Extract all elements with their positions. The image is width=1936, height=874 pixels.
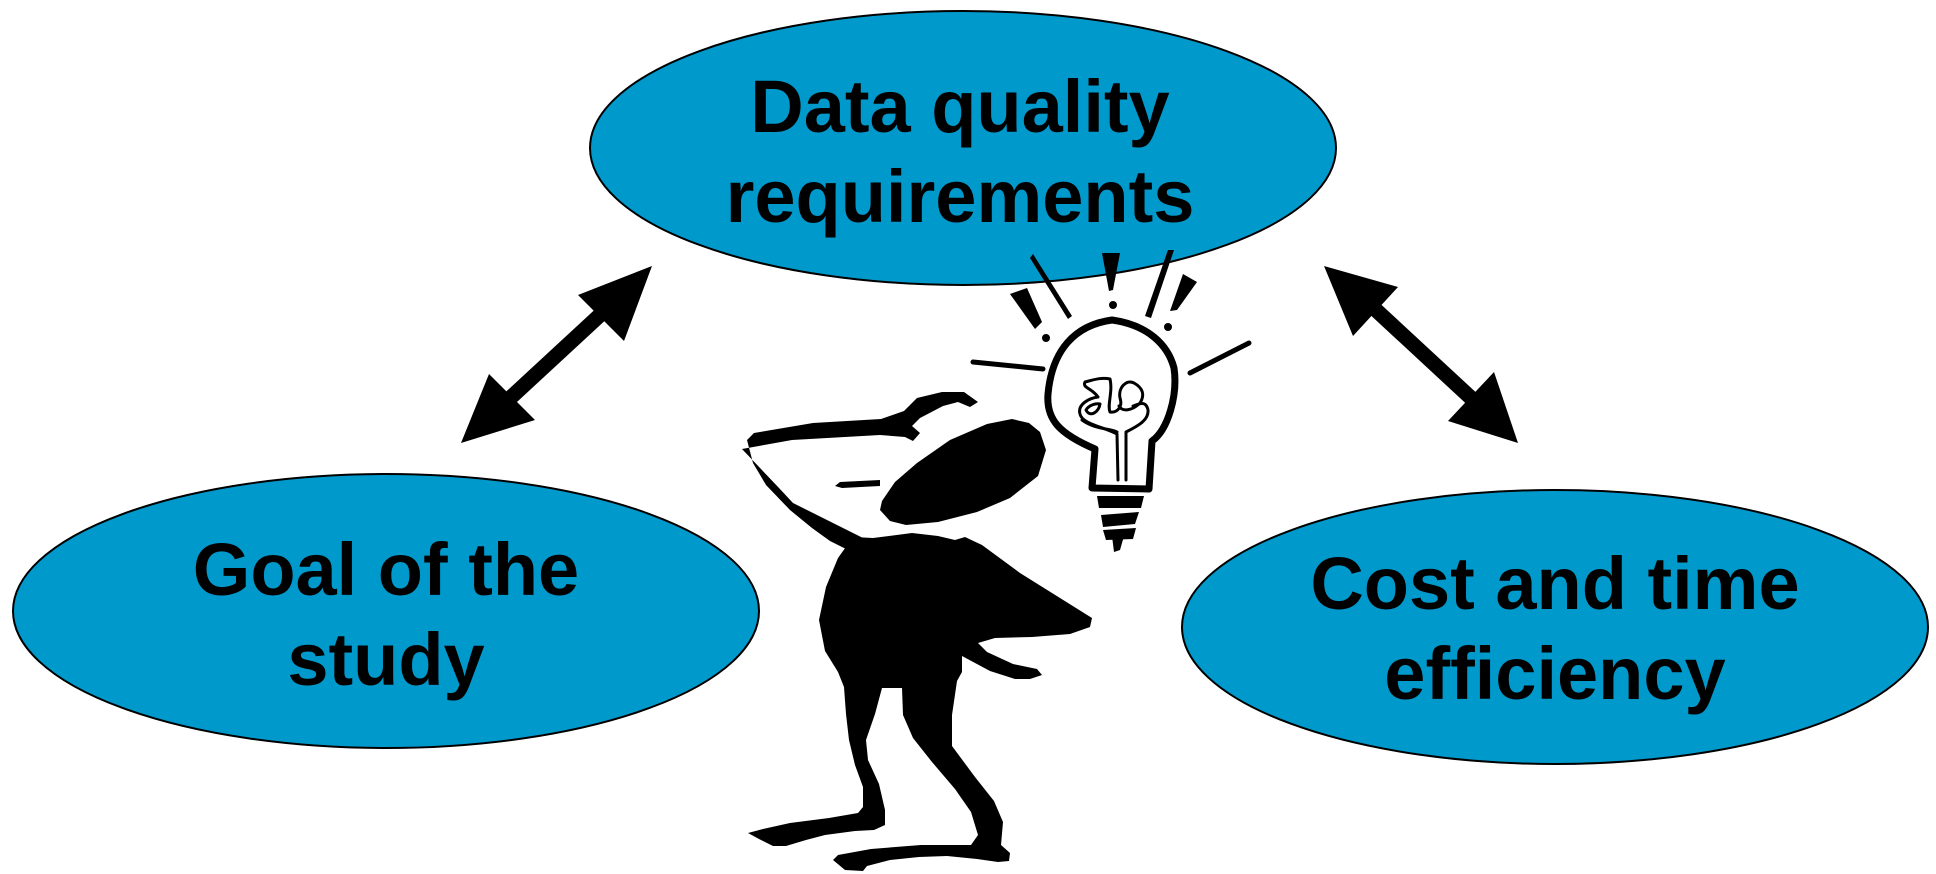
lightbulb-icon	[970, 250, 1252, 552]
arrow-top-right	[1324, 266, 1518, 443]
node-top-line1: Data quality	[750, 65, 1170, 148]
node-top-line2: requirements	[725, 155, 1195, 238]
node-left-line1: Goal of the	[192, 528, 580, 611]
node-right-ellipse	[1181, 489, 1929, 765]
node-left-line2: study	[287, 618, 485, 701]
arrow-top-left	[461, 266, 652, 443]
node-top-ellipse	[589, 10, 1337, 286]
node-data-quality-requirements: Data quality requirements	[660, 62, 1260, 242]
node-left-ellipse	[12, 473, 760, 749]
node-right-line1: Cost and time	[1310, 542, 1800, 625]
node-cost-and-time-efficiency: Cost and time efficiency	[1255, 539, 1855, 719]
thinking-person-icon	[742, 392, 1092, 871]
node-right-line2: efficiency	[1384, 632, 1726, 715]
node-goal-of-the-study: Goal of the study	[86, 525, 686, 705]
